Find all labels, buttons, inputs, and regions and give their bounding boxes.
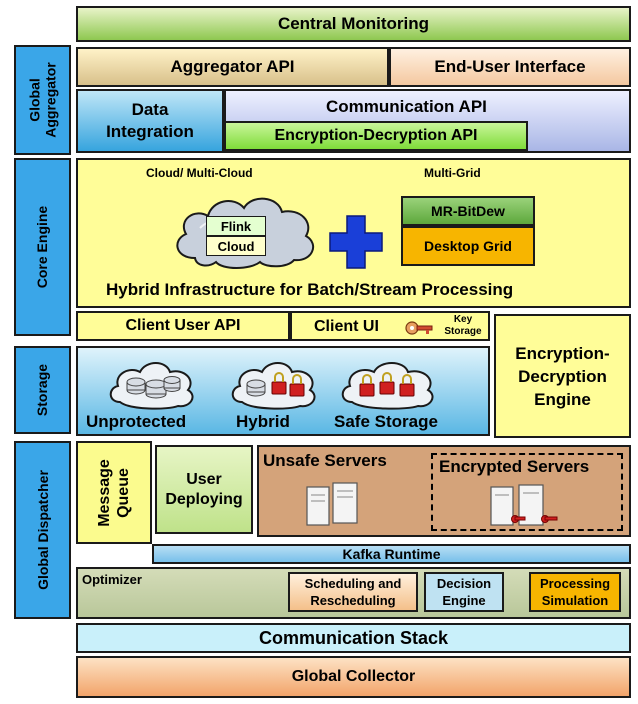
central-monitoring-label: Central Monitoring: [277, 14, 430, 33]
side-label-global-aggregator: Global Aggregator: [14, 45, 71, 155]
side-label-storage: Storage: [14, 346, 71, 434]
storage-panel: Unprotected Hybrid Safe Storage: [76, 346, 490, 436]
aggregator-api-label: Aggregator API: [170, 57, 295, 76]
aggregator-api-box: Aggregator API: [76, 47, 389, 87]
scheduling-box: Scheduling and Rescheduling: [288, 572, 418, 612]
encryption-decryption-engine-box: Encryption-Decryption Engine: [494, 314, 631, 438]
optimizer-panel: Optimizer Scheduling and Rescheduling De…: [76, 567, 631, 619]
cloud-box: Cloud: [206, 236, 266, 256]
cloud-title: Cloud/ Multi-Cloud: [146, 166, 253, 180]
encryption-decryption-api-label: Encryption-Decryption API: [274, 127, 478, 144]
message-queue-box: Message Queue: [76, 441, 152, 544]
desktop-grid-box: Desktop Grid: [401, 226, 535, 266]
flink-box: Flink: [206, 216, 266, 236]
storage-cloud-hybrid: [231, 362, 316, 410]
encrypted-servers-label: Encrypted Servers: [439, 457, 590, 476]
unsafe-server-icon: [306, 482, 358, 526]
unsafe-servers-label: Unsafe Servers: [263, 451, 387, 470]
side-label-core-engine: Core Engine: [14, 158, 71, 336]
optimizer-label: Optimizer: [82, 572, 142, 587]
global-collector-box: Global Collector: [76, 656, 631, 698]
central-monitoring-box: Central Monitoring: [76, 6, 631, 42]
client-ui-label: Client UI: [314, 318, 379, 335]
end-user-interface-label: End-User Interface: [434, 57, 586, 76]
user-deploying-box: User Deploying: [155, 445, 253, 534]
grid-title: Multi-Grid: [424, 166, 481, 180]
client-user-api-box: Client User API: [76, 311, 290, 341]
storage-cloud-safe: [341, 362, 434, 410]
communication-stack-box: Communication Stack: [76, 623, 631, 653]
servers-panel: Unsafe Servers Encrypted Servers: [257, 445, 631, 537]
encryption-decryption-api-box: Encryption-Decryption API: [224, 121, 528, 151]
kafka-runtime-box: Kafka Runtime: [152, 544, 631, 564]
decision-engine-box: Decision Engine: [424, 572, 504, 612]
storage-cloud-unprotected: [109, 362, 194, 410]
hybrid-infrastructure-label: Hybrid Infrastructure for Batch/Stream P…: [106, 280, 514, 299]
mr-bitdew-box: MR-BitDew: [401, 196, 535, 226]
client-ui-box: Client UI Key Storage: [290, 311, 490, 341]
encrypted-servers-region: Encrypted Servers: [431, 453, 623, 531]
core-engine-panel: Cloud/ Multi-Cloud Multi-Grid Flink Clou…: [76, 158, 631, 308]
encrypted-server-icon: [490, 484, 558, 526]
safe-storage-label: Safe Storage: [334, 412, 438, 431]
communication-api-label: Communication API: [326, 97, 487, 116]
key-icon: [405, 321, 433, 335]
end-user-interface-box: End-User Interface: [389, 47, 631, 87]
key-storage-label: Key Storage: [444, 314, 482, 337]
data-integration-label: Data Integration: [106, 100, 194, 141]
plus-icon: [329, 215, 383, 269]
side-label-global-dispatcher: Global Dispatcher: [14, 441, 71, 619]
hybrid-label: Hybrid: [236, 412, 290, 431]
unprotected-label: Unprotected: [86, 412, 187, 431]
processing-simulation-box: Processing Simulation: [529, 572, 621, 612]
data-integration-box: Data Integration: [76, 89, 224, 153]
